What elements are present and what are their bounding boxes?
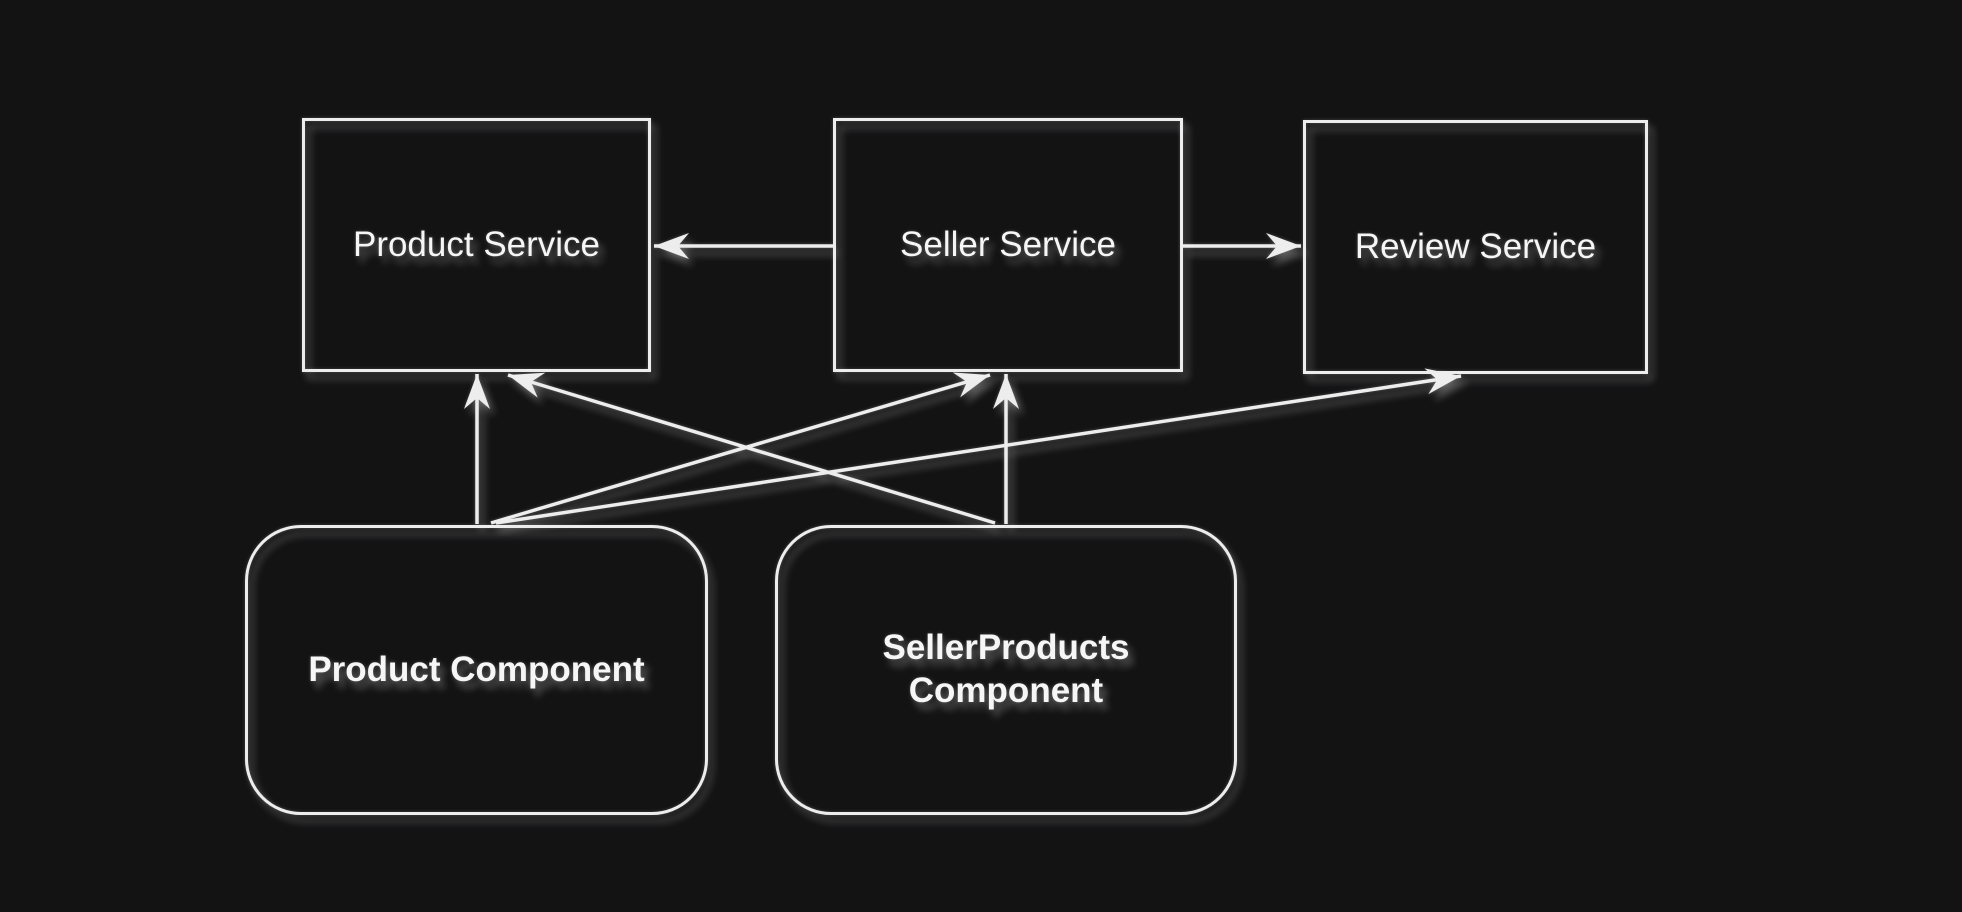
node-seller-service[interactable]: Seller Service xyxy=(833,118,1183,372)
edge-product-component-to-seller-service[interactable] xyxy=(490,372,991,525)
node-product-component[interactable]: Product Component xyxy=(245,525,708,815)
node-product-service[interactable]: Product Service xyxy=(302,118,651,372)
node-product-service-label: Product Service xyxy=(352,224,601,264)
node-review-service[interactable]: Review Service xyxy=(1303,120,1648,374)
edge-sellerproducts-component-to-product-service[interactable] xyxy=(507,372,996,525)
node-product-component-label: Product Component xyxy=(308,649,645,689)
edge-product-component-to-review-service[interactable] xyxy=(495,368,1462,525)
node-sellerproducts-component-label: SellerProducts Component xyxy=(882,628,1130,710)
node-review-service-label: Review Service xyxy=(1354,226,1597,266)
node-seller-service-label: Seller Service xyxy=(900,224,1116,264)
node-sellerproducts-component[interactable]: SellerProducts Component xyxy=(775,525,1237,815)
